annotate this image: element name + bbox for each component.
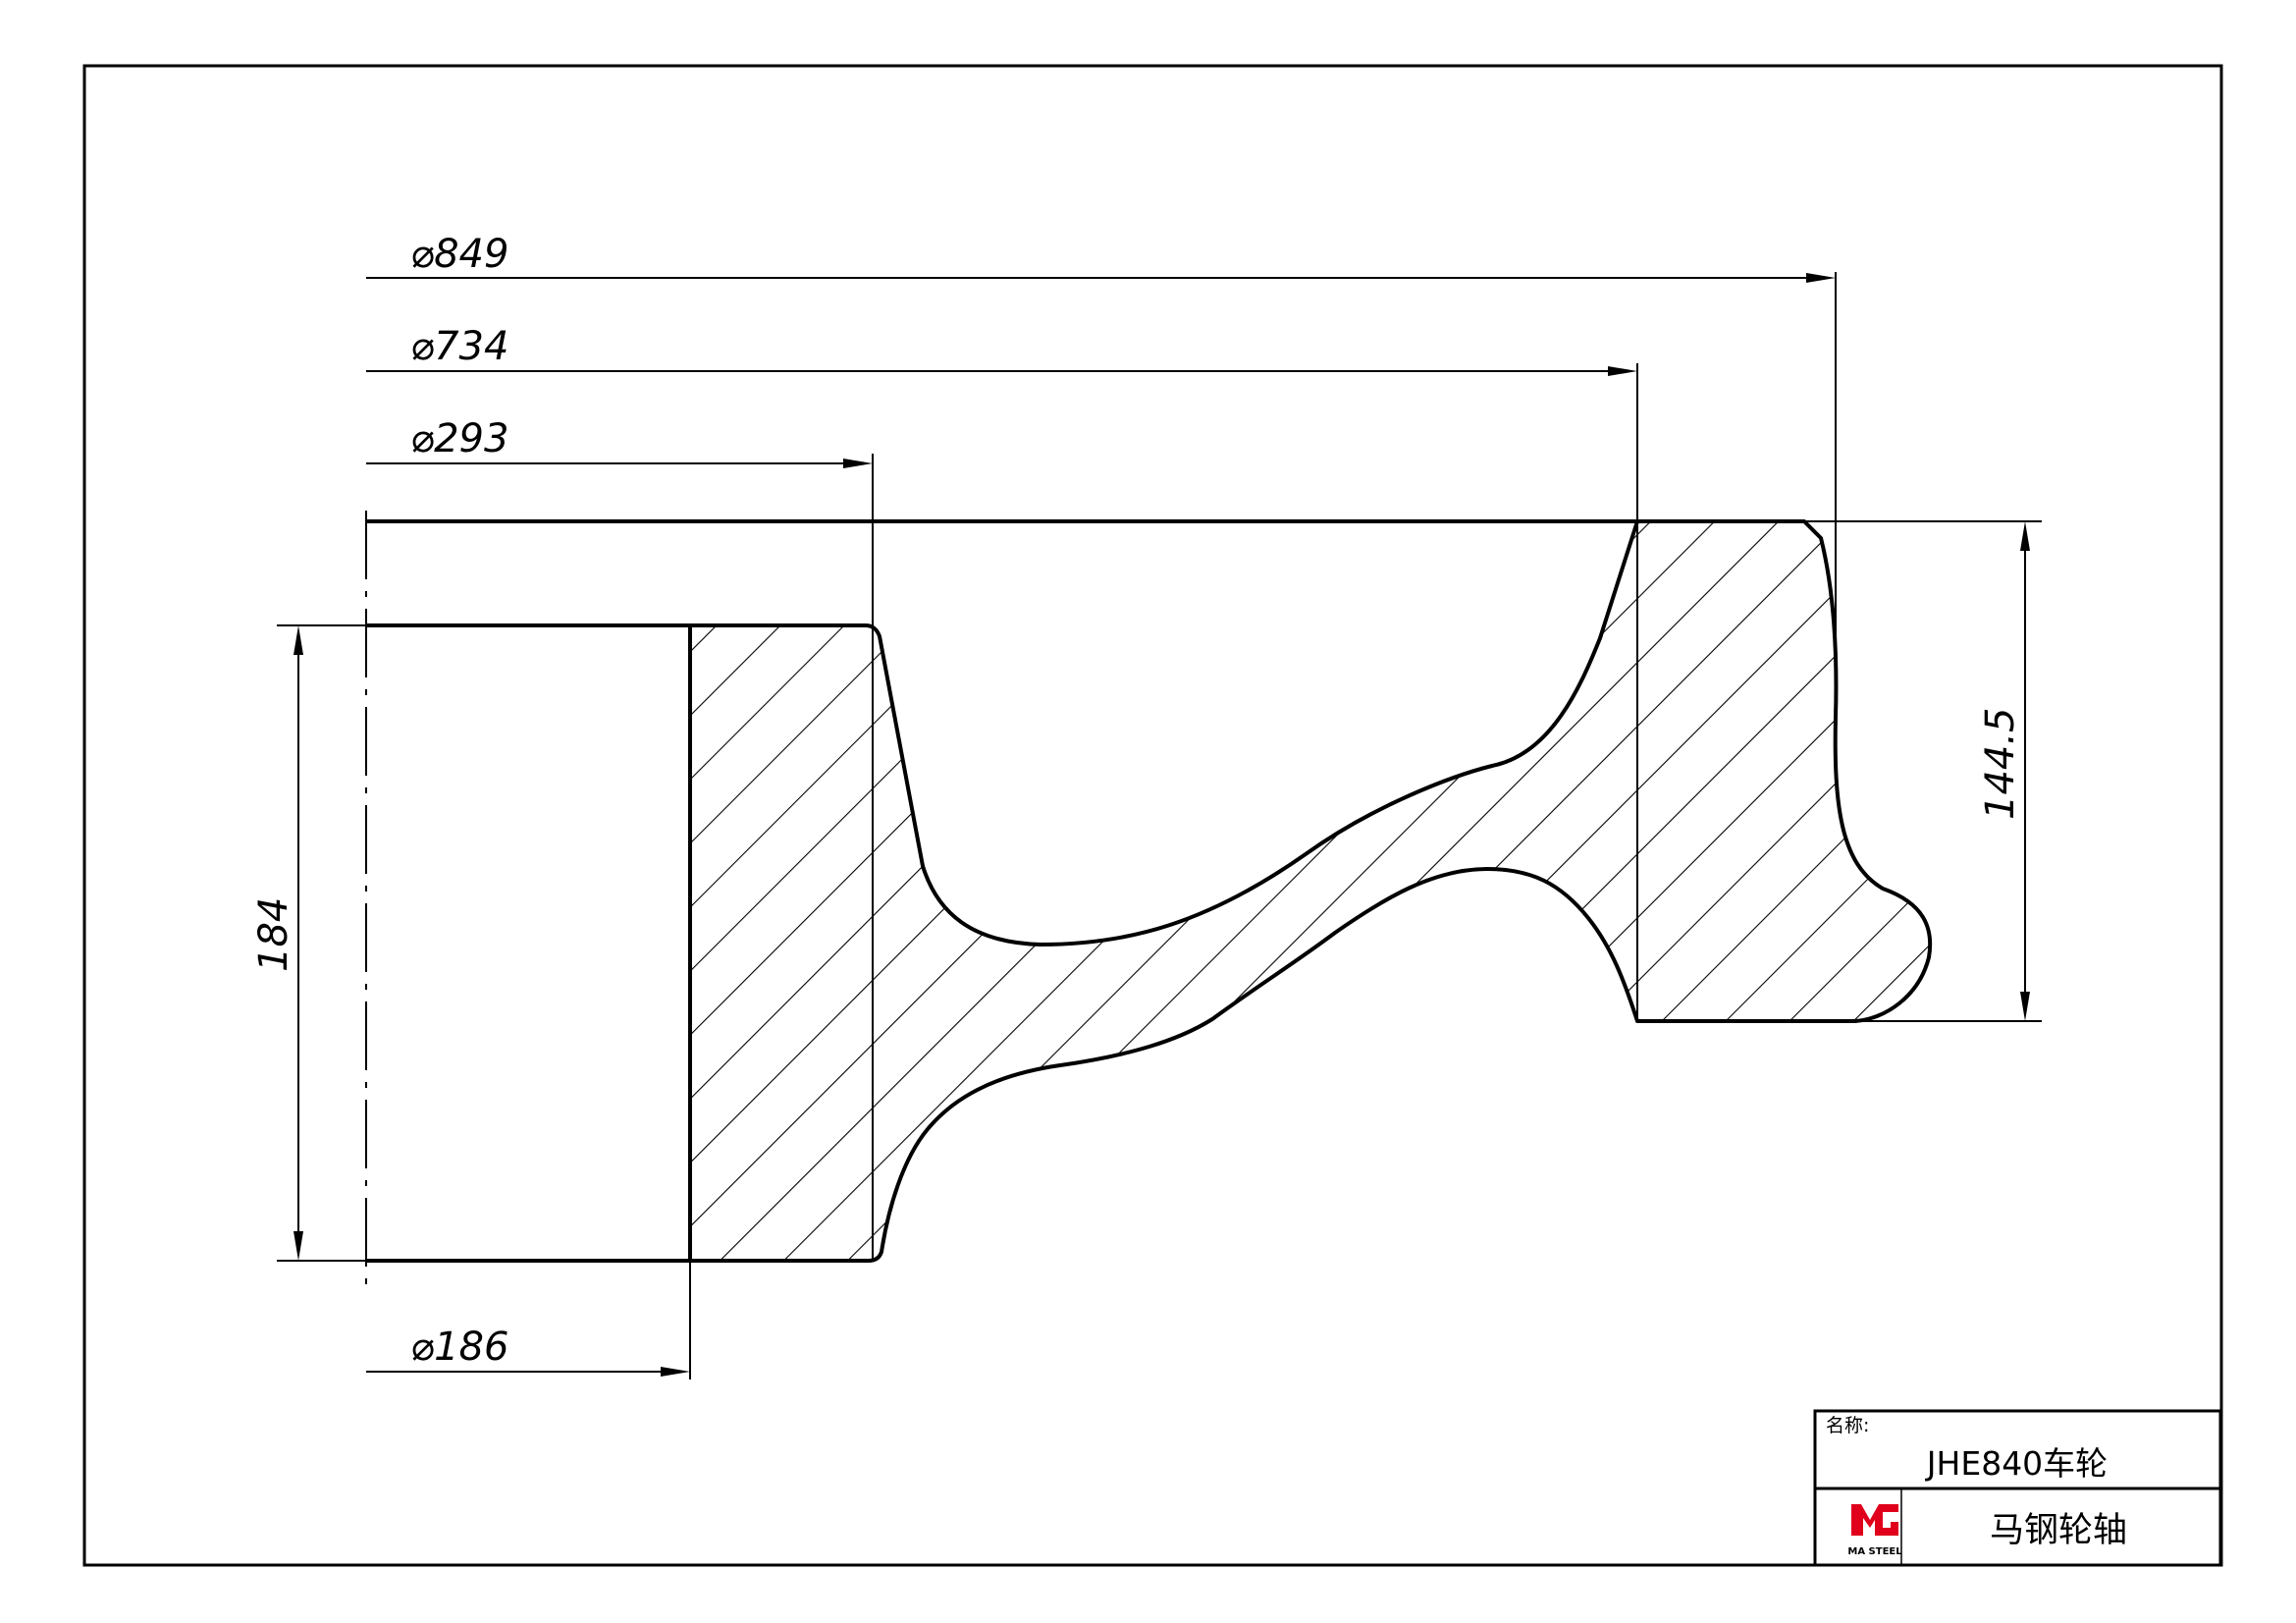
logo-text: MA STEEL xyxy=(1847,1546,1902,1557)
wheel-section xyxy=(688,519,1933,1263)
arrow-184-top xyxy=(294,625,303,655)
arrow-144-bottom xyxy=(2020,992,2030,1021)
arrow-293 xyxy=(843,459,873,468)
dim-label-186: ⌀186 xyxy=(410,1325,508,1370)
dim-label-144: 144.5 xyxy=(1978,707,2023,820)
name-label: 名称: xyxy=(1826,1415,1869,1436)
dim-label-734: ⌀734 xyxy=(410,324,508,369)
dim-label-184: 184 xyxy=(251,897,296,972)
masteel-logo-icon xyxy=(1851,1504,1898,1536)
company-name: 马钢轮轴 xyxy=(1990,1511,2127,1550)
dim-label-293: ⌀293 xyxy=(410,416,508,461)
arrow-144-top xyxy=(2020,521,2030,551)
arrow-849 xyxy=(1806,273,1836,283)
title-block: 名称: JHE840车轮 MA STEEL 马钢轮轴 xyxy=(1813,1409,2222,1567)
arrow-184-bottom xyxy=(294,1231,303,1261)
arrow-186 xyxy=(661,1367,690,1377)
dim-label-849: ⌀849 xyxy=(410,232,508,277)
drawing-border xyxy=(82,64,2223,1567)
arrow-734 xyxy=(1608,366,1637,376)
part-name: JHE840车轮 xyxy=(1925,1444,2108,1483)
